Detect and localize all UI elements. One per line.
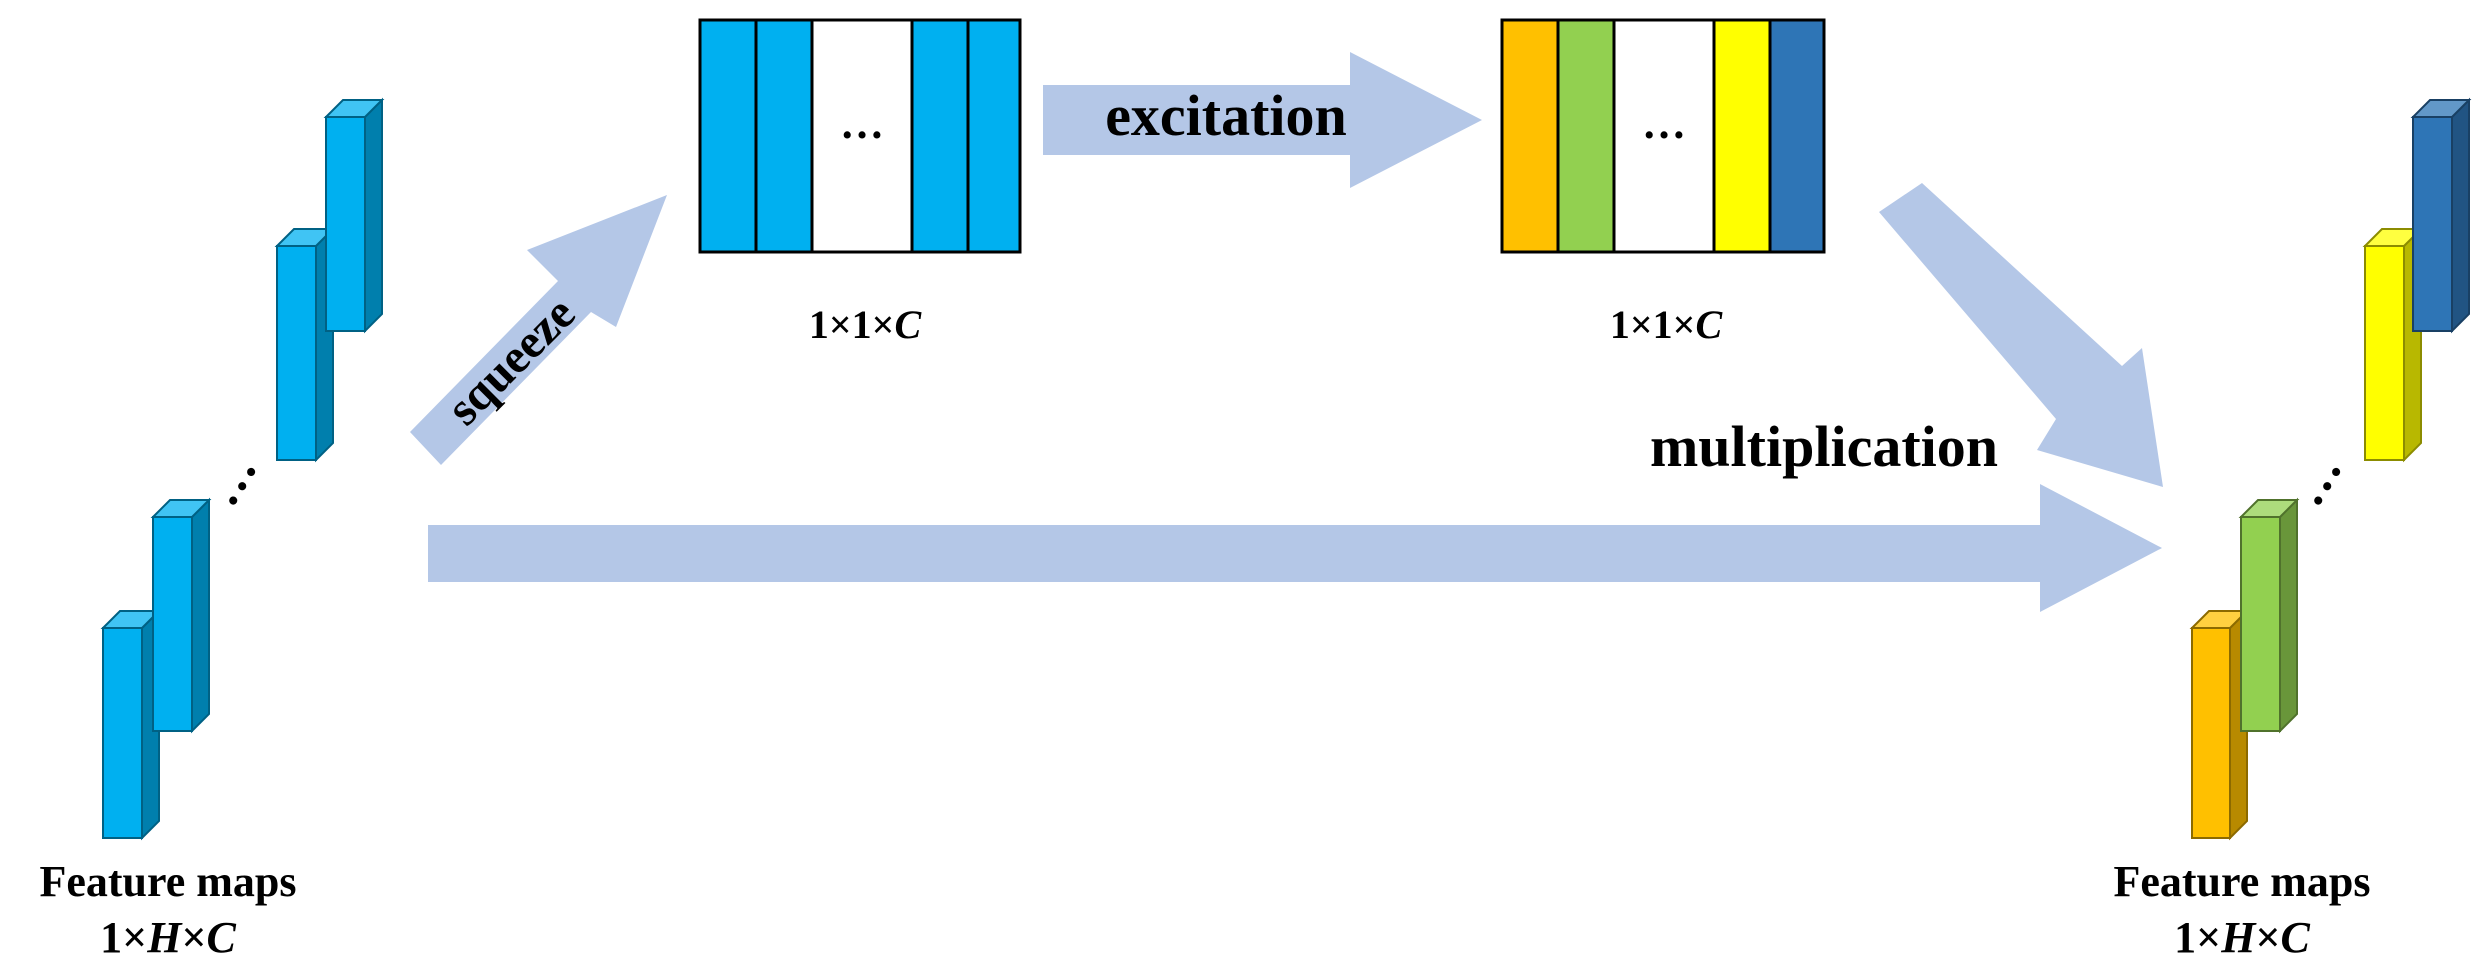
input-maps-caption: Feature maps xyxy=(39,857,296,906)
input-maps-dimension: 1×H×C xyxy=(100,913,236,962)
vector-cell xyxy=(698,18,758,254)
bar-front-face xyxy=(2364,245,2405,461)
vector-cell xyxy=(810,18,914,254)
bar-front-face xyxy=(102,627,143,839)
bar-front-face xyxy=(152,516,193,732)
multiplication-label: multiplication xyxy=(1650,414,1998,479)
squeeze-arrow xyxy=(410,195,667,465)
vector-cell xyxy=(1768,18,1826,254)
feature-map-bar xyxy=(2410,97,2472,334)
excitation-arrow xyxy=(1043,52,1482,188)
bar-front-face xyxy=(276,245,317,461)
squeeze-vector-ellipsis: … xyxy=(840,99,884,148)
squeeze-vector-dimension: 1×1×C xyxy=(809,302,923,347)
output-maps-caption: Feature maps xyxy=(2113,857,2370,906)
excitation-label: excitation xyxy=(1105,83,1347,148)
skip-connection-arrow xyxy=(428,484,2162,612)
excitation-vector: … xyxy=(1500,18,1826,254)
feature-map-bar xyxy=(100,608,162,841)
vector-cell xyxy=(1556,18,1616,254)
bar-front-face xyxy=(2240,516,2281,732)
vector-cell xyxy=(754,18,814,254)
feature-map-bar xyxy=(323,97,385,334)
output-maps-dimension: 1×H×C xyxy=(2174,913,2310,962)
vector-cell xyxy=(1712,18,1772,254)
bar-side-face xyxy=(2451,97,2470,334)
bar-side-face xyxy=(2279,497,2298,734)
multiplication-arrow xyxy=(1879,183,2163,487)
bar-front-face xyxy=(325,116,366,332)
bar-side-face xyxy=(191,497,210,734)
feature-map-bar xyxy=(274,226,336,463)
vector-cell xyxy=(966,18,1022,254)
output-feature-maps: … xyxy=(2189,97,2472,841)
excitation-vector-ellipsis: … xyxy=(1642,99,1686,148)
feature-map-bar xyxy=(2189,608,2250,841)
feature-map-bar xyxy=(2238,497,2300,734)
squeeze-vector: … xyxy=(698,18,1022,254)
excitation-vector-dimension: 1×1×C xyxy=(1610,302,1724,347)
input-feature-maps: … xyxy=(100,97,385,841)
bar-front-face xyxy=(2412,116,2453,332)
vector-cell xyxy=(910,18,970,254)
feature-map-bar xyxy=(150,497,212,734)
squeeze-label: squeeze xyxy=(437,287,586,436)
vector-cell xyxy=(1500,18,1560,254)
vector-cell xyxy=(1612,18,1716,254)
bar-front-face xyxy=(2191,627,2231,839)
bar-side-face xyxy=(364,97,383,334)
